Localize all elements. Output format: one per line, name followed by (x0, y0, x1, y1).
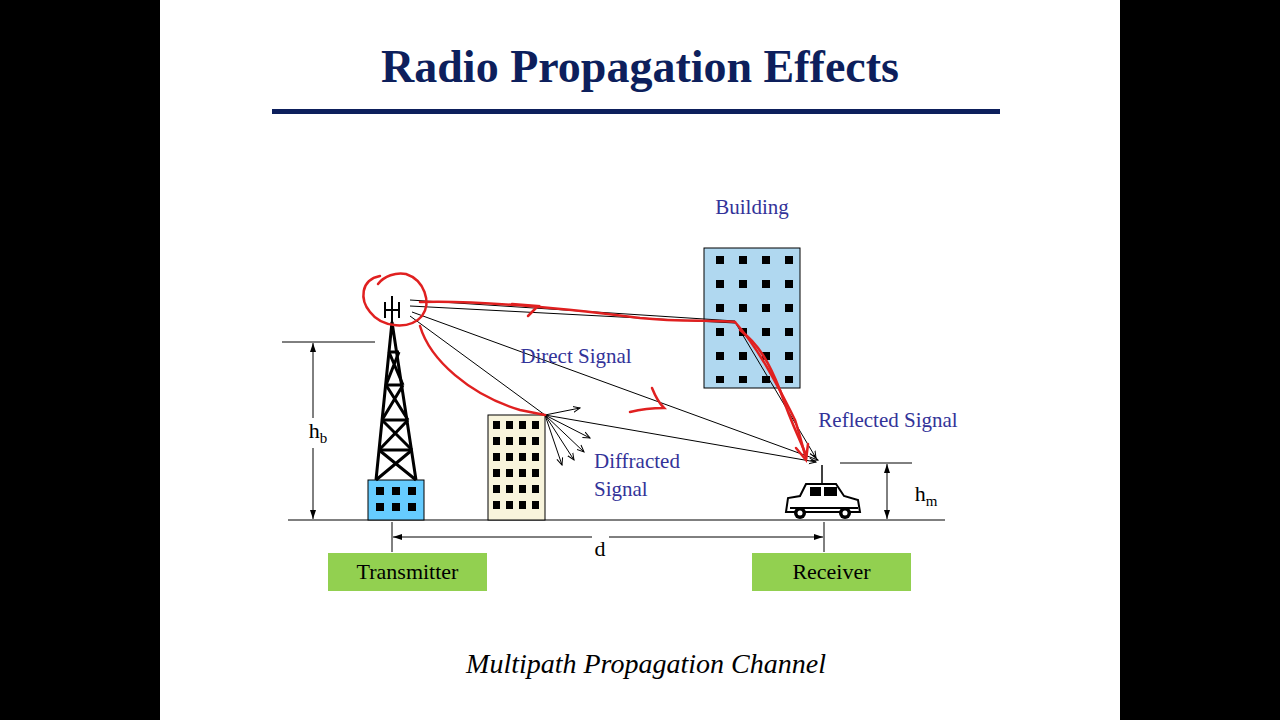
label-box: Transmitter (328, 553, 487, 591)
dimension-label: d (592, 536, 609, 561)
label-box: Receiver (752, 553, 911, 591)
antenna-tower (376, 322, 416, 480)
height-dimension (840, 463, 912, 519)
box-text: Receiver (792, 559, 870, 585)
signal-label: Diffracted Signal (594, 447, 704, 504)
building-windows (492, 420, 542, 516)
title-rule (272, 109, 1000, 114)
slide-title: Radio Propagation Effects (381, 40, 899, 93)
signal-rays (410, 300, 818, 465)
tall-building (704, 248, 800, 388)
building-windows (715, 255, 793, 383)
car (786, 465, 860, 519)
dimension-label: hm (915, 481, 938, 511)
antenna (385, 296, 399, 324)
small-building (488, 415, 545, 520)
slide-background (160, 0, 1120, 720)
figure-caption: Multipath Propagation Channel (466, 648, 826, 680)
height-dimension (282, 342, 375, 519)
signal-label: Direct Signal (520, 344, 631, 368)
building-windows (376, 487, 416, 511)
box-text: Transmitter (357, 559, 459, 585)
building-label: Building (715, 195, 789, 219)
signal-label: Reflected Signal (818, 408, 957, 432)
base-station-building (368, 480, 424, 520)
dimension-label: hb (306, 418, 331, 448)
red-annotation (363, 273, 808, 460)
